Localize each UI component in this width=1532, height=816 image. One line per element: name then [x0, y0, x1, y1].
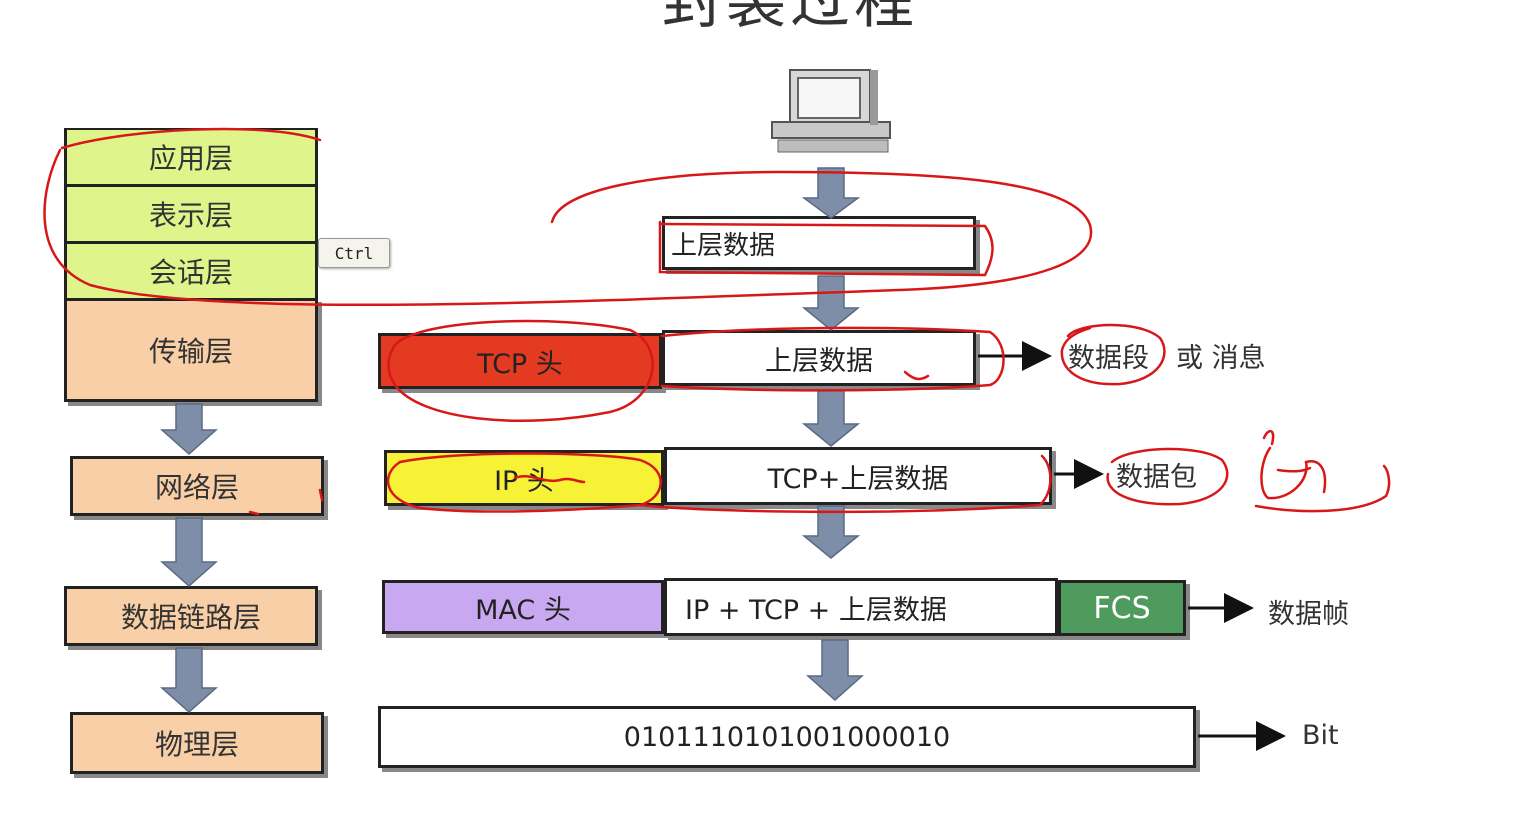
tcp-header-box: TCP 头: [378, 333, 662, 389]
ip-header-box: IP 头: [384, 450, 664, 506]
layer-presentation: 表示层: [64, 185, 318, 243]
down-arrow-icon: [801, 389, 861, 447]
down-arrow-icon: [160, 647, 218, 714]
down-arrow-icon: [160, 517, 218, 588]
down-arrow-icon: [801, 505, 861, 559]
mac-header-box: MAC 头: [382, 580, 664, 634]
frame-payload-box: IP + TCP + 上层数据: [664, 578, 1058, 636]
bits-box: 0101110101001000010: [378, 706, 1196, 768]
ip-payload-box: TCP+上层数据: [664, 447, 1052, 505]
diagram-title: 封装过程: [662, 0, 918, 37]
layer-physical: 物理层: [70, 712, 324, 774]
down-arrow-icon: [801, 167, 861, 219]
layer-transport: 传输层: [64, 298, 318, 402]
down-arrow-icon: [806, 639, 864, 702]
packet-label: 数据包: [1116, 462, 1197, 493]
down-arrow-icon: [160, 403, 218, 456]
down-arrow-icon: [801, 275, 861, 331]
layer-network: 网络层: [70, 456, 324, 516]
fcs-box: FCS: [1058, 580, 1186, 636]
tcp-payload-box: 上层数据: [662, 330, 976, 386]
segment-label-alt: 或 消息: [1176, 343, 1266, 374]
bit-label: Bit: [1302, 720, 1339, 751]
handwritten-bao: [1254, 430, 1391, 513]
layer-datalink: 数据链路层: [64, 586, 318, 646]
segment-label: 数据段: [1068, 343, 1149, 374]
ctrl-key-badge: Ctrl: [318, 238, 390, 268]
upper-data-box: 上层数据: [662, 216, 976, 270]
frame-label: 数据帧: [1268, 599, 1349, 630]
layer-session: 会话层: [64, 242, 318, 300]
layer-application: 应用层: [64, 128, 318, 186]
